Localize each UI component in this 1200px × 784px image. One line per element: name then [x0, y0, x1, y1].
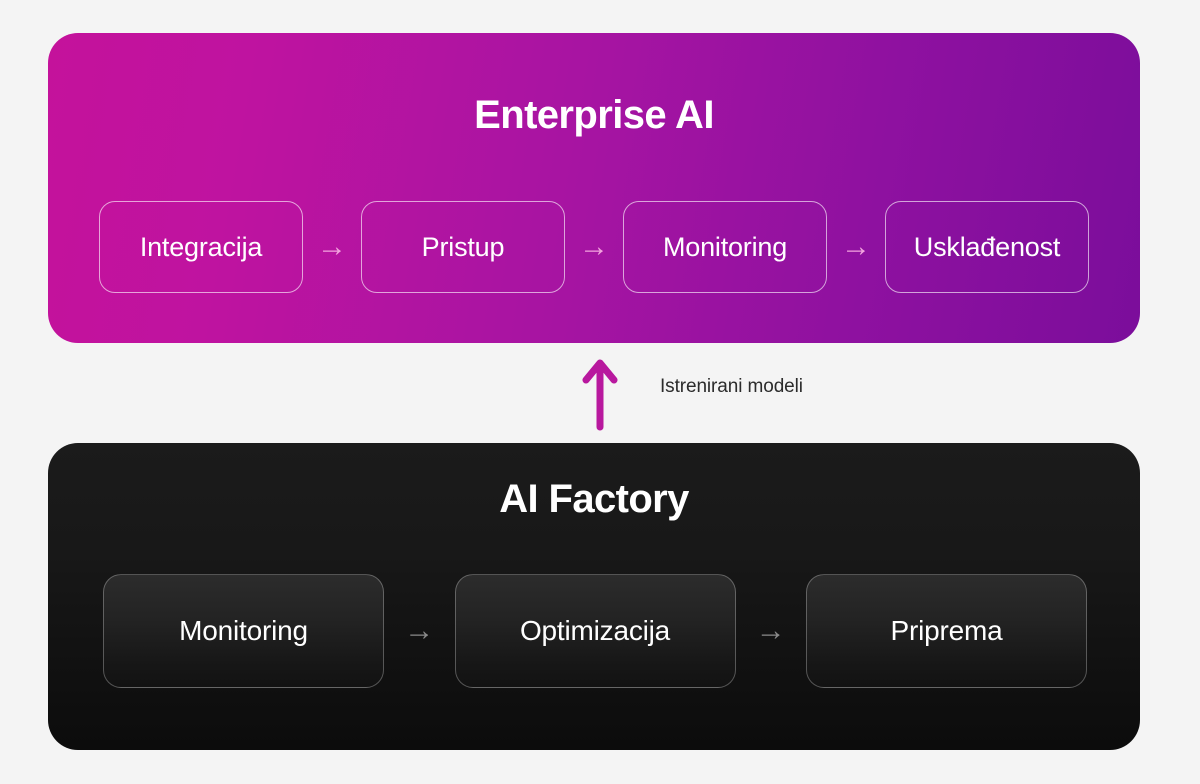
arrow-up-icon [581, 355, 619, 431]
ai-factory-panel: AI Factory Monitoring → Optimizacija → P… [48, 443, 1140, 750]
enterprise-ai-title: Enterprise AI [474, 93, 714, 137]
arrow-right-icon: → [317, 230, 347, 263]
step-monitoring[interactable]: Monitoring [623, 201, 827, 293]
ai-factory-title: AI Factory [499, 477, 689, 521]
enterprise-ai-panel: Enterprise AI Integracija → Pristup → Mo… [48, 33, 1140, 343]
step-monitoring-factory[interactable]: Monitoring [103, 574, 384, 688]
step-uskladenost[interactable]: Usklađenost [885, 201, 1089, 293]
panel-connector [0, 343, 1200, 443]
step-optimizacija[interactable]: Optimizacija [454, 574, 736, 688]
step-integracija[interactable]: Integracija [99, 201, 303, 293]
step-pristup[interactable]: Pristup [361, 201, 565, 293]
ai-factory-step-row: Monitoring → Optimizacija → Priprema [103, 574, 1087, 688]
enterprise-ai-step-row: Integracija → Pristup → Monitoring → Usk… [99, 201, 1089, 293]
step-priprema[interactable]: Priprema [806, 574, 1087, 688]
arrow-right-icon: → [841, 230, 871, 263]
arrow-right-icon: → [404, 614, 435, 647]
arrow-right-icon: → [579, 230, 609, 263]
connector-label: Istrenirani modeli [660, 376, 803, 397]
arrow-right-icon: → [755, 614, 786, 647]
